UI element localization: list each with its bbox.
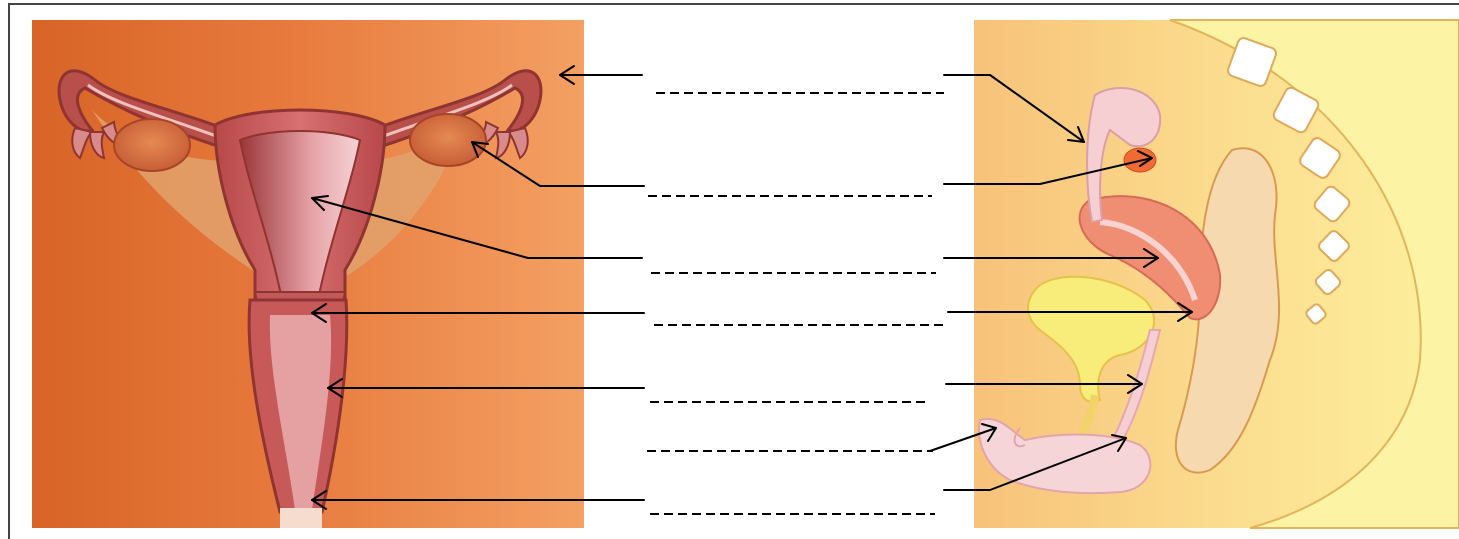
ovary-left (114, 119, 190, 171)
vaginal-opening (280, 508, 322, 528)
side-view-diagram (974, 20, 1459, 528)
answer-blanks (647, 93, 944, 514)
ovary-right (410, 114, 486, 166)
front-view-diagram (32, 20, 584, 528)
